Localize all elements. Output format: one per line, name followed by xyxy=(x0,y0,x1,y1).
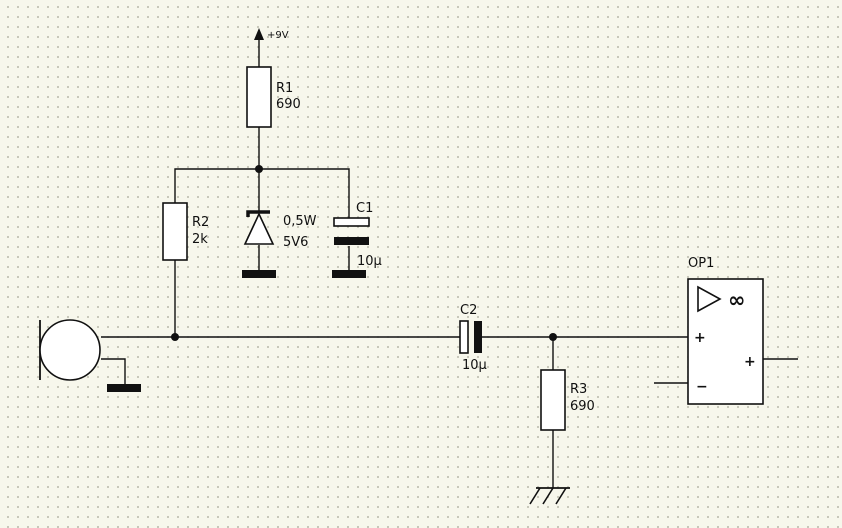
zener-voltage: 5V6 xyxy=(283,235,308,250)
power-supply[interactable]: +9V xyxy=(254,28,289,41)
capacitor-c1[interactable]: C1 10µ xyxy=(333,201,382,269)
resistor-r3[interactable]: R3 690 xyxy=(540,369,595,431)
junction-dot xyxy=(255,165,263,173)
c2-value: 10µ xyxy=(462,358,487,373)
resistor-body xyxy=(540,369,566,431)
capacitor-plate-positive xyxy=(333,217,370,227)
resistor-r1[interactable]: R1 690 xyxy=(246,66,301,128)
infinity-icon: ∞ xyxy=(728,288,746,312)
capacitor-plate-negative xyxy=(334,237,369,245)
resistor-body xyxy=(162,202,188,261)
microphone[interactable] xyxy=(39,319,101,381)
c2-name: C2 xyxy=(460,303,477,318)
c1-name: C1 xyxy=(356,201,373,216)
op-amp-op1[interactable]: ∞ OP1 + − + xyxy=(687,256,764,405)
junction-dot xyxy=(171,333,179,341)
zener-diode[interactable]: 0,5W 5V6 xyxy=(243,210,317,250)
r3-name: R3 xyxy=(570,382,587,397)
capacitor-plate-negative xyxy=(474,321,482,353)
wire-mic-ground xyxy=(101,358,126,384)
amplifier-triangle-icon xyxy=(697,285,722,313)
ground-icon xyxy=(107,384,141,392)
capacitor-c2[interactable]: C2 10µ xyxy=(459,303,487,373)
wires xyxy=(101,40,798,488)
ground-icon xyxy=(242,270,276,278)
zener-cathode-bar xyxy=(246,210,270,217)
op1-output-pin: + xyxy=(744,354,756,370)
zener-triangle-icon xyxy=(243,212,275,245)
ground-icon xyxy=(332,270,366,278)
microphone-icon xyxy=(39,319,101,381)
r1-value: 690 xyxy=(276,97,301,112)
r2-name: R2 xyxy=(192,215,209,230)
c1-value: 10µ xyxy=(357,254,382,269)
zener-power: 0,5W xyxy=(283,214,317,229)
resistor-r2[interactable]: R2 2k xyxy=(162,202,209,261)
supply-arrow-icon xyxy=(254,28,264,40)
supply-label: +9V xyxy=(267,30,289,41)
op1-noninverting-pin: + xyxy=(694,330,706,346)
resistor-body xyxy=(246,66,272,128)
op1-name: OP1 xyxy=(688,256,714,271)
r3-value: 690 xyxy=(570,399,595,414)
op1-inverting-pin: − xyxy=(696,379,708,395)
chassis-ground-icon xyxy=(529,487,570,505)
junction-dot xyxy=(549,333,557,341)
r1-name: R1 xyxy=(276,81,293,96)
r2-value: 2k xyxy=(192,232,208,247)
capacitor-plate-positive xyxy=(459,320,469,354)
